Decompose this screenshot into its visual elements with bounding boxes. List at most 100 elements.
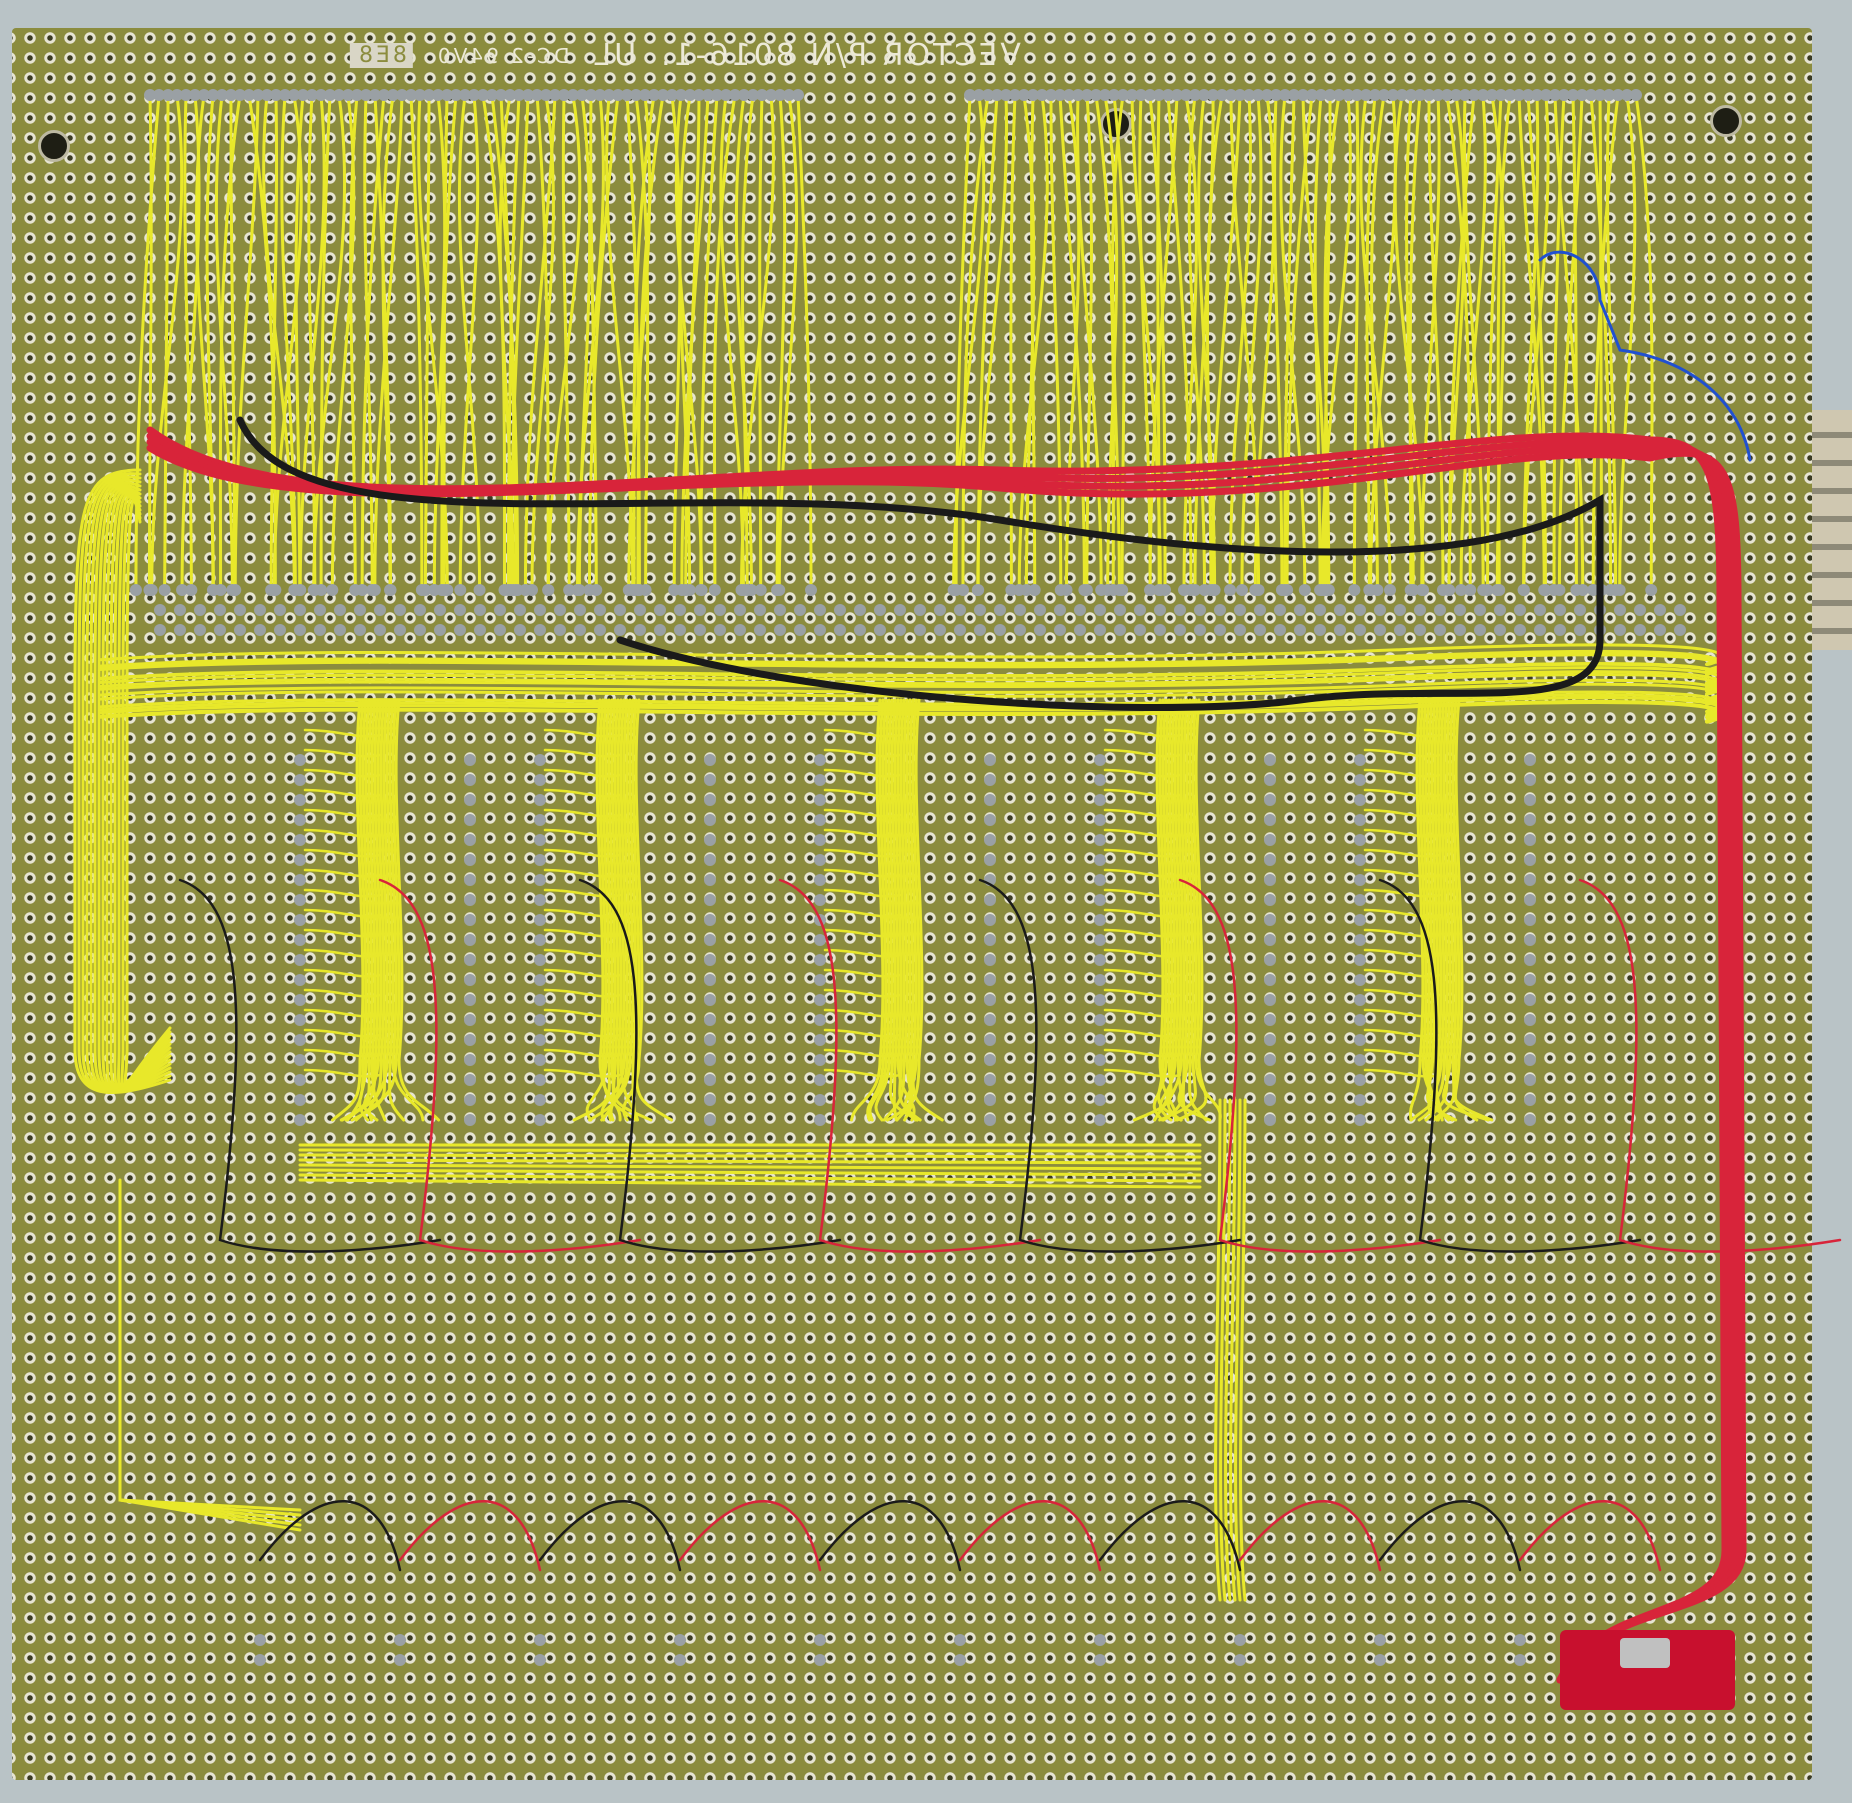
solder-joint: [711, 89, 723, 101]
yellow-wire: [385, 698, 406, 1122]
yellow-wire: [1228, 93, 1252, 592]
solder-joint: [594, 604, 606, 616]
thin-wire: [978, 878, 1242, 1253]
solder-joint: [1094, 774, 1106, 786]
yellow-wire: [1229, 1098, 1237, 1602]
thin-wire: [1098, 1500, 1242, 1572]
solder-joint: [1144, 89, 1156, 101]
solder-joint: [1603, 89, 1615, 101]
solder-joint: [694, 604, 706, 616]
yellow-wire: [440, 93, 458, 592]
yellow-wire: [457, 93, 482, 592]
yellow-wire: [1103, 808, 1182, 818]
yellow-wire: [1363, 808, 1442, 818]
yellow-wire: [678, 93, 692, 592]
solder-joint: [1294, 604, 1306, 616]
solder-joint: [294, 814, 306, 826]
solder-joint: [464, 1094, 476, 1106]
solder-joint: [294, 774, 306, 786]
solder-joint: [1214, 624, 1226, 636]
solder-joint: [1354, 814, 1366, 826]
solder-joint: [1013, 584, 1026, 596]
solder-joint: [225, 89, 237, 101]
solder-joint: [1621, 89, 1633, 101]
solder-joint: [704, 1094, 716, 1106]
solder-joint: [1054, 604, 1066, 616]
solder-joint: [394, 624, 406, 636]
blue-wire: [1538, 250, 1752, 462]
solder-joint: [675, 89, 687, 101]
solder-joint: [1674, 604, 1686, 616]
yellow-wire: [1320, 93, 1352, 592]
solder-joint: [1354, 994, 1366, 1006]
solder-joint: [774, 89, 786, 101]
yellow-wire: [561, 93, 571, 592]
yellow-wire: [303, 748, 382, 758]
solder-joint: [704, 774, 716, 786]
yellow-wire: [1239, 1098, 1247, 1602]
solder-joint: [468, 89, 480, 101]
yellow-wire: [543, 928, 622, 938]
solder-joint: [1574, 604, 1586, 616]
yellow-wire: [303, 988, 382, 998]
solder-joint: [414, 604, 426, 616]
yellow-wire: [458, 93, 480, 592]
solder-joint: [1314, 624, 1326, 636]
yellow-wire: [303, 928, 382, 938]
yellow-wire: [823, 928, 902, 938]
solder-joint: [464, 1114, 476, 1126]
solder-joint: [954, 604, 966, 616]
thin-wire: [818, 1500, 962, 1572]
solder-joint: [394, 1634, 406, 1646]
solder-joint: [414, 624, 426, 636]
power-switch[interactable]: [1560, 1630, 1735, 1710]
yellow-wire: [303, 1048, 382, 1058]
solder-joint: [1514, 624, 1526, 636]
yellow-wire: [850, 698, 885, 1122]
solder-joint: [1354, 774, 1366, 786]
yellow-wire: [1148, 93, 1179, 592]
solder-joint: [1634, 604, 1646, 616]
yellow-wire: [303, 728, 382, 738]
solder-joint: [1513, 89, 1525, 101]
solder-joint: [1094, 934, 1106, 946]
solder-joint: [1524, 854, 1536, 866]
yellow-wire: [409, 93, 424, 592]
solder-joint: [1613, 584, 1626, 596]
solder-joint: [1009, 89, 1021, 101]
solder-joint: [1354, 1034, 1366, 1046]
solder-joint: [675, 584, 688, 596]
solder-joint: [1354, 834, 1366, 846]
solder-joint: [1522, 89, 1534, 101]
solder-joint: [704, 794, 716, 806]
solder-joint: [1351, 89, 1363, 101]
yellow-wire: [543, 848, 622, 858]
solder-joint: [342, 89, 354, 101]
yellow-wire: [1103, 1028, 1182, 1038]
yellow-wire: [509, 93, 530, 592]
solder-joint: [534, 1014, 546, 1026]
solder-joint: [1540, 89, 1552, 101]
solder-joint: [1174, 624, 1186, 636]
solder-joint: [534, 1074, 546, 1086]
yellow-wire: [262, 93, 296, 592]
solder-joint: [794, 604, 806, 616]
solder-joint: [1524, 914, 1536, 926]
solder-joint: [814, 1654, 826, 1666]
solder-joint: [1450, 89, 1462, 101]
switch-knob[interactable]: [1620, 1638, 1670, 1668]
yellow-wire: [1445, 93, 1472, 592]
solder-joint: [657, 89, 669, 101]
solder-joint: [1113, 584, 1126, 596]
solder-joint: [1094, 1034, 1106, 1046]
solder-joint: [214, 584, 227, 596]
solder-joint: [486, 89, 498, 101]
yellow-wire: [294, 93, 305, 592]
solder-joint: [1264, 1054, 1276, 1066]
solder-joint: [1554, 604, 1566, 616]
solder-joint: [356, 584, 369, 596]
solder-joint: [1060, 584, 1073, 596]
solder-joint: [1154, 624, 1166, 636]
yellow-wire: [298, 1168, 1202, 1177]
yellow-wire: [1462, 93, 1485, 592]
